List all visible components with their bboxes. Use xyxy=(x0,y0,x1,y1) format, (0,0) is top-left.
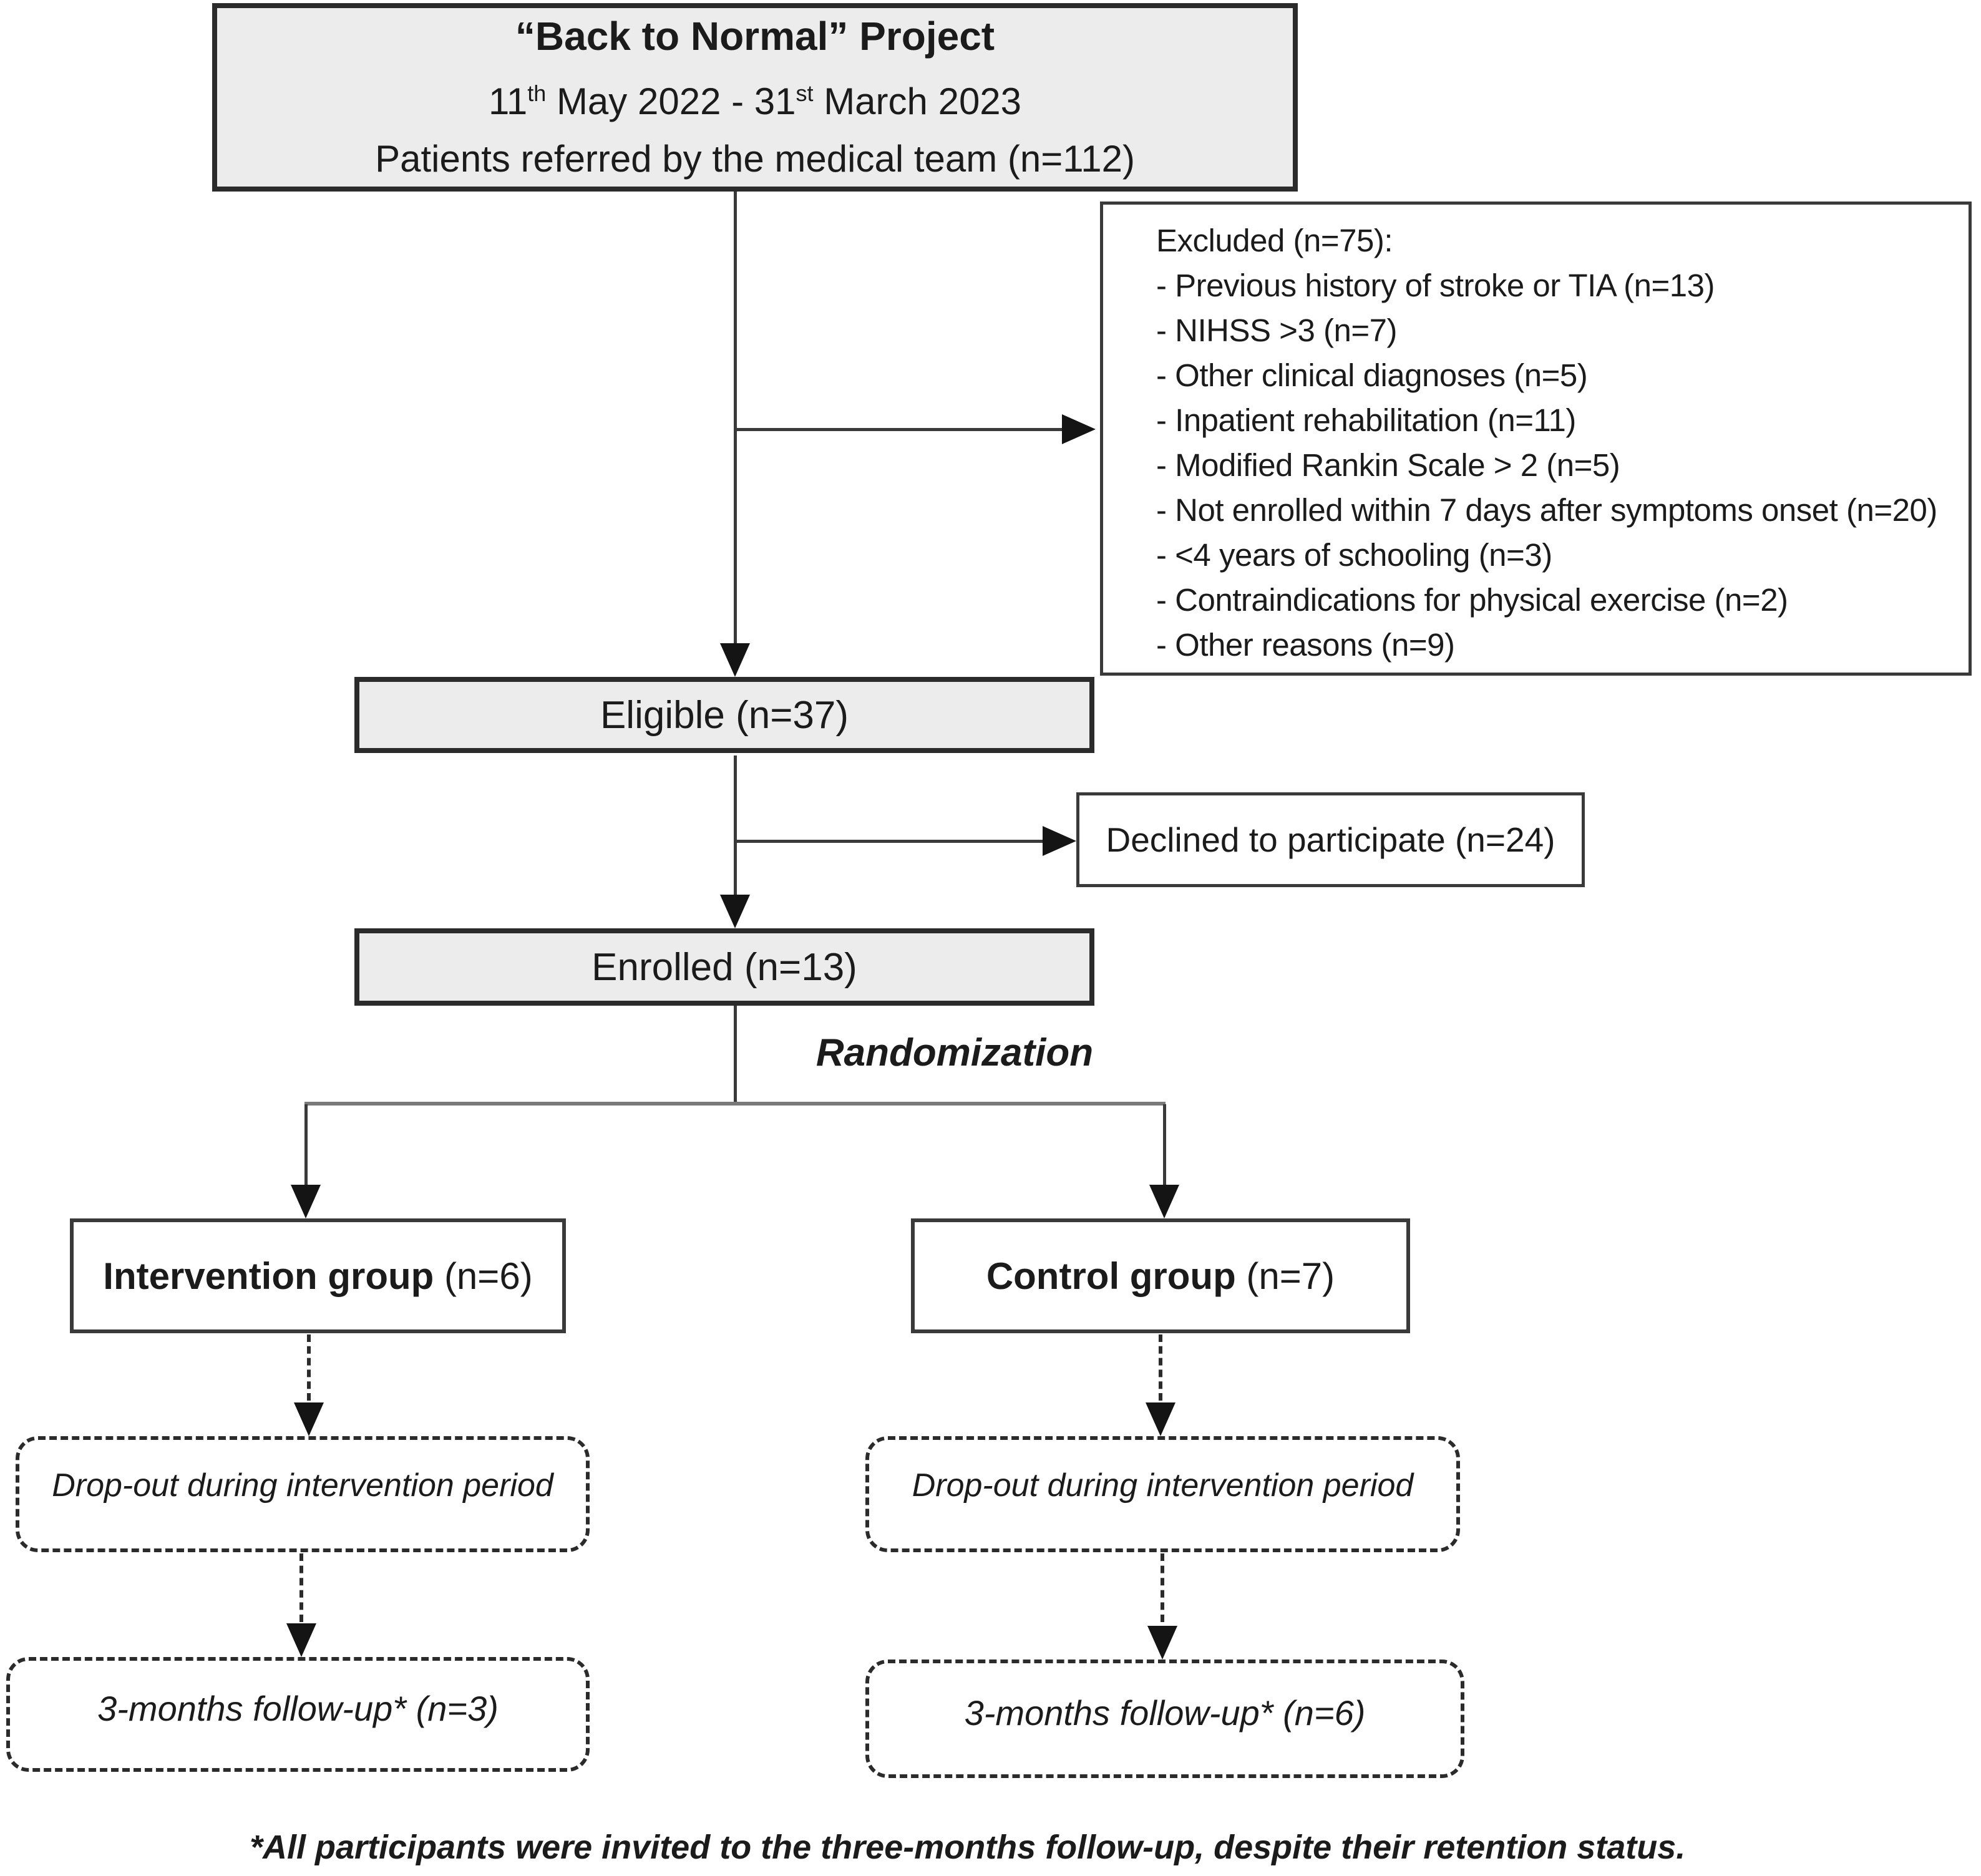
control-dropout-label: Drop-out during intervention period xyxy=(912,1467,1414,1504)
date-day-start: 11 xyxy=(488,80,528,122)
control-followup-label: 3-months follow-up* (n=6) xyxy=(964,1693,1366,1733)
connector-to-declined xyxy=(735,840,1043,843)
arrowhead-to-intervention xyxy=(291,1185,321,1218)
excluded-item: - Other reasons (n=9) xyxy=(1156,627,1455,663)
connector-intervention-to-dropout xyxy=(307,1334,311,1401)
excluded-item: - Inpatient rehabilitation (n=11) xyxy=(1156,402,1576,438)
enrolled-box: Enrolled (n=13) xyxy=(354,928,1094,1006)
connector-enrolled-to-branch xyxy=(734,1006,737,1104)
arrowhead-to-dropout-left xyxy=(294,1402,324,1436)
arrowhead-to-enrolled xyxy=(720,895,750,928)
connector-branch-to-intervention xyxy=(304,1104,308,1185)
date-sup-st: st xyxy=(796,80,814,106)
intervention-group-count: (n=6) xyxy=(434,1255,533,1297)
eligible-box: Eligible (n=37) xyxy=(354,677,1094,753)
project-title: “Back to Normal” Project xyxy=(515,13,995,59)
connector-control-to-dropout xyxy=(1159,1334,1162,1401)
connector-dropout-to-followup-right xyxy=(1161,1553,1164,1622)
project-title-box: “Back to Normal” Project 11th May 2022 -… xyxy=(212,3,1298,192)
arrowhead-to-declined xyxy=(1043,826,1076,856)
excluded-item: - Contraindications for physical exercis… xyxy=(1156,582,1788,618)
connector-dropout-to-followup-left xyxy=(299,1553,303,1622)
connector-branch-to-control xyxy=(1163,1104,1166,1185)
excluded-box: Excluded (n=75): - Previous history of s… xyxy=(1100,202,1972,676)
excluded-item: - Modified Rankin Scale > 2 (n=5) xyxy=(1156,447,1620,483)
patients-referred-line: Patients referred by the medical team (n… xyxy=(375,137,1135,180)
declined-label: Declined to participate (n=24) xyxy=(1106,820,1555,859)
arrowhead-to-followup-left xyxy=(286,1623,316,1657)
excluded-item: - NIHSS >3 (n=7) xyxy=(1156,313,1397,348)
arrowhead-to-dropout-right xyxy=(1146,1402,1175,1436)
date-end: March 2023 xyxy=(813,80,1022,122)
declined-box: Declined to participate (n=24) xyxy=(1076,792,1585,887)
date-sup-th: th xyxy=(527,80,547,106)
control-group-name: Control group xyxy=(986,1255,1236,1297)
excluded-item: - Other clinical diagnoses (n=5) xyxy=(1156,357,1588,393)
connector-to-excluded xyxy=(735,428,1062,431)
arrowhead-to-excluded xyxy=(1062,414,1096,444)
control-dropout-box: Drop-out during intervention period xyxy=(865,1436,1460,1552)
excluded-items: - Previous history of stroke or TIA (n=1… xyxy=(1156,263,1965,668)
excluded-item: - <4 years of schooling (n=3) xyxy=(1156,537,1552,573)
arrowhead-to-control xyxy=(1149,1185,1179,1218)
randomization-label: Randomization xyxy=(815,1031,1094,1074)
intervention-group-box: Intervention group (n=6) xyxy=(70,1218,566,1333)
project-date-range: 11th May 2022 - 31st March 2023 xyxy=(489,65,1021,130)
excluded-header: Excluded (n=75): xyxy=(1156,223,1393,258)
excluded-item: - Not enrolled within 7 days after sympt… xyxy=(1156,492,1937,528)
intervention-followup-label: 3-months follow-up* (n=3) xyxy=(97,1688,499,1728)
date-middle: May 2022 - 31 xyxy=(546,80,796,122)
eligible-label: Eligible (n=37) xyxy=(600,693,849,737)
connector-eligible-to-enrolled xyxy=(734,756,737,896)
control-group-box: Control group (n=7) xyxy=(911,1218,1410,1333)
intervention-dropout-label: Drop-out during intervention period xyxy=(52,1467,553,1504)
intervention-followup-box: 3-months follow-up* (n=3) xyxy=(6,1657,590,1772)
connector-project-to-eligible xyxy=(734,192,737,646)
excluded-item: - Previous history of stroke or TIA (n=1… xyxy=(1156,268,1715,303)
randomization-branch-line xyxy=(304,1102,1166,1106)
arrowhead-to-followup-right xyxy=(1147,1626,1177,1660)
enrolled-label: Enrolled (n=13) xyxy=(591,945,857,989)
footnote: *All participants were invited to the th… xyxy=(250,1829,1686,1866)
control-group-count: (n=7) xyxy=(1235,1255,1335,1297)
intervention-dropout-box: Drop-out during intervention period xyxy=(16,1436,590,1552)
control-followup-box: 3-months follow-up* (n=6) xyxy=(865,1660,1464,1778)
intervention-group-name: Intervention group xyxy=(103,1255,434,1297)
arrowhead-to-eligible xyxy=(720,643,750,677)
